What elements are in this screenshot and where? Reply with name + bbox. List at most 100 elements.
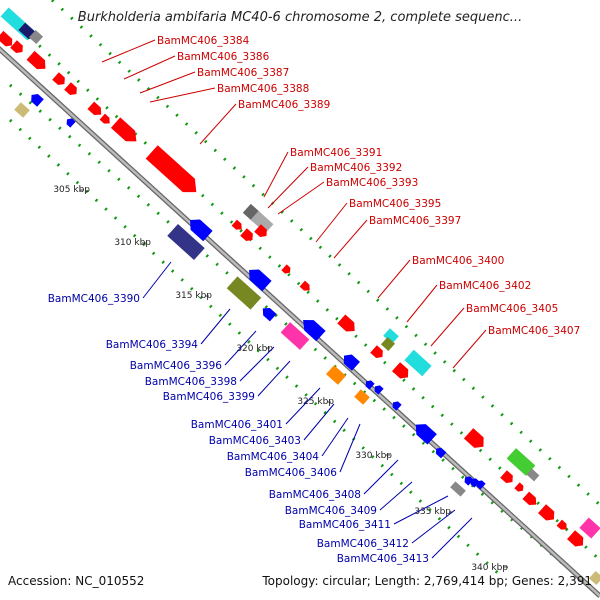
gene-feature[interactable] (506, 448, 536, 476)
gene-label[interactable]: BamMC406_3403 (209, 435, 301, 447)
gene-feature[interactable] (250, 210, 274, 234)
gene-label[interactable]: BamMC406_3408 (269, 489, 361, 501)
leader-line (101, 39, 156, 63)
gene-label[interactable]: BamMC406_3384 (157, 35, 250, 47)
gene-feature[interactable] (383, 328, 399, 344)
gene-feature[interactable] (64, 116, 76, 128)
gene-label[interactable]: BamMC406_3388 (217, 83, 309, 95)
gene-feature[interactable] (280, 322, 310, 350)
gene-feature[interactable] (281, 264, 292, 275)
gene-feature[interactable] (244, 265, 272, 292)
gene-feature[interactable] (259, 305, 277, 322)
gene-feature[interactable] (0, 30, 15, 49)
gene-label[interactable]: BamMC406_3407 (488, 325, 580, 337)
gene-feature[interactable] (28, 29, 44, 45)
gene-feature[interactable] (354, 389, 370, 405)
gene-label[interactable]: BamMC406_3386 (177, 51, 270, 63)
leader-line (224, 330, 257, 366)
gene-feature[interactable] (26, 50, 50, 73)
gene-label[interactable]: BamMC406_3413 (337, 553, 429, 565)
gene-feature[interactable] (404, 349, 432, 377)
map-title: Burkholderia ambifaria MC40-6 chromosome… (77, 10, 523, 25)
ruler-labels: 305 kbp 310 kbp 315 kbp 320 kbp 325 kbp … (53, 185, 508, 573)
gene-label[interactable]: BamMC406_3396 (130, 360, 223, 372)
ruler-label: 340 kbp (471, 563, 508, 573)
gene-feature[interactable] (326, 365, 346, 385)
gene-feature[interactable] (450, 481, 466, 497)
gene-feature[interactable] (340, 351, 360, 371)
gene-label[interactable]: BamMC406_3400 (412, 255, 504, 267)
gene-label[interactable]: BamMC406_3404 (227, 451, 320, 463)
gene-feature[interactable] (556, 519, 570, 533)
gene-feature[interactable] (468, 476, 480, 488)
gene-feature[interactable] (390, 399, 402, 411)
gene-label[interactable]: BamMC406_3409 (285, 505, 377, 517)
leader-line (430, 307, 465, 347)
gene-feature[interactable] (231, 219, 245, 233)
gene-feature[interactable] (254, 224, 270, 239)
gene-feature[interactable] (52, 72, 68, 87)
leader-line (379, 481, 413, 511)
gene-feature[interactable] (14, 102, 30, 118)
gene-feature[interactable] (462, 474, 474, 486)
gene-feature[interactable] (337, 314, 358, 336)
gene-feature[interactable] (64, 82, 80, 97)
gene-feature[interactable] (434, 446, 447, 459)
gene-feature[interactable] (298, 315, 326, 342)
gene-label[interactable]: BamMC406_3389 (238, 99, 330, 111)
gene-label[interactable]: BamMC406_3399 (163, 391, 255, 403)
gene-feature[interactable] (514, 482, 525, 493)
gene-label[interactable]: BamMC406_3405 (466, 303, 558, 315)
gene-label[interactable]: BamMC406_3411 (299, 519, 391, 531)
gene-label[interactable]: BamMC406_3391 (290, 147, 382, 159)
gene-feature[interactable] (145, 145, 203, 199)
gene-feature[interactable] (363, 378, 375, 390)
leader-line (149, 87, 216, 103)
gene-feature[interactable] (463, 428, 488, 452)
gene-feature[interactable] (411, 419, 437, 445)
leader-line (285, 387, 321, 425)
gene-feature[interactable] (240, 228, 256, 243)
gene-label[interactable]: BamMC406_3393 (326, 177, 418, 189)
gene-feature[interactable] (500, 470, 516, 485)
gene-label[interactable]: BamMC406_3395 (349, 198, 441, 210)
leader-line (123, 55, 176, 80)
gene-label[interactable]: BamMC406_3397 (369, 215, 461, 227)
leader-line (199, 103, 237, 145)
leader-line (363, 459, 399, 495)
gene-label[interactable]: BamMC406_3392 (310, 162, 402, 174)
gene-feature[interactable] (522, 491, 539, 509)
gene-feature[interactable] (538, 504, 558, 524)
gene-label[interactable]: BamMC406_3387 (197, 67, 289, 79)
gene-feature[interactable] (526, 468, 540, 482)
gene-feature[interactable] (370, 345, 386, 360)
gene-feature[interactable] (185, 215, 213, 242)
ruler-label: 310 kbp (114, 238, 151, 248)
gene-label[interactable]: BamMC406_3402 (439, 280, 531, 292)
ruler-label: 325 kbp (297, 397, 334, 407)
gene-feature[interactable] (28, 91, 44, 107)
leader-line (393, 495, 449, 525)
leader-line (431, 517, 473, 559)
gene-feature[interactable] (474, 478, 486, 490)
gene-feature[interactable] (226, 276, 262, 310)
gene-label[interactable]: BamMC406_3412 (317, 538, 409, 550)
gene-label[interactable]: BamMC406_3394 (106, 339, 199, 351)
gene-feature[interactable] (99, 113, 113, 127)
gene-feature[interactable] (87, 101, 104, 119)
gene-feature[interactable] (110, 117, 141, 146)
gene-feature[interactable] (380, 336, 396, 352)
gene-feature[interactable] (392, 362, 412, 382)
gene-label[interactable]: BamMC406_3398 (145, 376, 237, 388)
gene-label[interactable]: BamMC406_3401 (191, 419, 283, 431)
gene-feature[interactable] (10, 40, 26, 55)
gene-feature[interactable] (299, 280, 313, 294)
gene-feature[interactable] (567, 530, 587, 550)
gene-feature[interactable] (579, 517, 600, 539)
gene-label[interactable]: BamMC406_3406 (245, 467, 338, 479)
gene-label[interactable]: BamMC406_3390 (48, 293, 140, 305)
leader-line (200, 308, 231, 345)
gene-feature[interactable] (167, 224, 205, 260)
leader-line (321, 417, 349, 457)
gene-feature[interactable] (372, 383, 384, 395)
